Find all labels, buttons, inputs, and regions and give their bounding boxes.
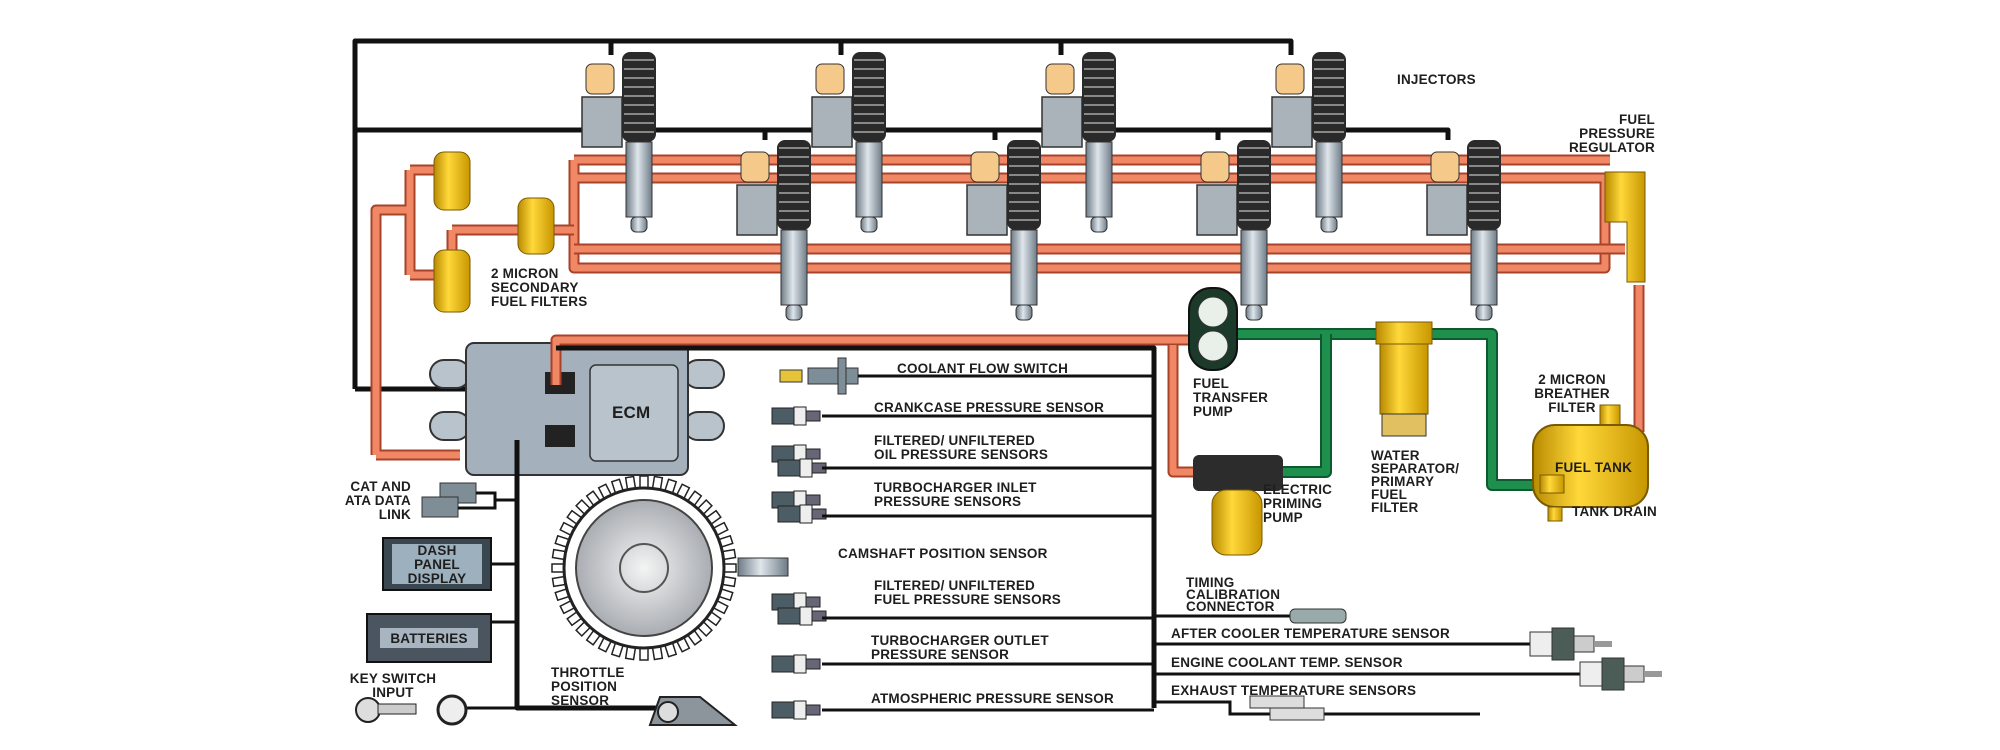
batteries-label: BATTERIES: [390, 631, 467, 646]
sensors: [771, 357, 1662, 721]
turbo-outlet-sensor-label: PRESSURE SENSOR: [871, 647, 1009, 662]
fuel-pressure-sensors-label: FILTERED/ UNFILTERED: [874, 578, 1035, 593]
sensor-icon: [771, 444, 1154, 478]
after-cooler-sensor-label: AFTER COOLER TEMPERATURE SENSOR: [1171, 626, 1450, 641]
fuel-pressure-regulator: [1604, 171, 1646, 283]
electric-priming-pump-label: ELECTRIC: [1263, 482, 1332, 497]
key-switch-label: KEY SWITCH: [350, 671, 437, 686]
tank-drain-label: TANK DRAIN: [1572, 504, 1657, 519]
engine-coolant-sensor-label: ENGINE COOLANT TEMP. SENSOR: [1171, 655, 1403, 670]
turbo-inlet-sensors-label: PRESSURE SENSORS: [874, 494, 1021, 509]
oil-pressure-sensors-label: FILTERED/ UNFILTERED: [874, 433, 1035, 448]
sensor-icon: [771, 654, 1154, 674]
ecm-label: ECM: [612, 403, 650, 422]
electric-priming-pump-label: PRIMING: [1263, 496, 1322, 511]
coolant-flow-switch-label: COOLANT FLOW SWITCH: [897, 361, 1068, 376]
timing-calibration-connector-icon: [1289, 608, 1347, 624]
turbo-outlet-sensor-label: TURBOCHARGER OUTLET: [871, 633, 1049, 648]
breather-filter-label: 2 MICRON: [1538, 372, 1606, 387]
crankcase-sensor-label: CRANKCASE PRESSURE SENSOR: [874, 400, 1104, 415]
sensor-icon: [771, 490, 1154, 524]
fuel-pressure-regulator-label: FUEL: [1619, 112, 1655, 127]
throttle-label: SENSOR: [551, 693, 609, 708]
key-switch: [355, 694, 468, 726]
fuel-supply-lines: [1237, 328, 1540, 491]
data-link-label: CAT AND: [350, 479, 411, 494]
injector: [966, 140, 1041, 321]
data-link-label: ATA DATA: [345, 493, 411, 508]
batteries: [366, 613, 517, 663]
secondary-fuel-filters: [433, 151, 555, 313]
data-link-connector: [421, 482, 517, 518]
timing-connector-label: TIMING: [1186, 575, 1234, 590]
breather-filter-label: FILTER: [1548, 400, 1595, 415]
dash-panel-label: DASH: [417, 543, 456, 558]
water-separator-label: FILTER: [1371, 500, 1418, 515]
data-link-label: LINK: [379, 507, 411, 522]
fuel-pressure-regulator-label: REGULATOR: [1569, 140, 1655, 155]
atmospheric-sensor-label: ATMOSPHERIC PRESSURE SENSOR: [871, 691, 1114, 706]
throttle-label: THROTTLE: [551, 665, 625, 680]
water-separator-label: SEPARATOR/: [1371, 461, 1459, 476]
injectors-label: INJECTORS: [1397, 72, 1476, 87]
fuel-pressure-regulator-label: PRESSURE: [1579, 126, 1655, 141]
camshaft-sensor-label: CAMSHAFT POSITION SENSOR: [838, 546, 1048, 561]
turbo-inlet-sensors-label: TURBOCHARGER INLET: [874, 480, 1037, 495]
dash-panel-label: DISPLAY: [408, 571, 467, 586]
water-separator-label: PRIMARY: [1371, 474, 1434, 489]
electric-priming-pump: [1167, 345, 1283, 556]
secondary-filters-label: FUEL FILTERS: [491, 294, 587, 309]
fuel-transfer-pump-label: PUMP: [1193, 404, 1233, 419]
injectors: [581, 52, 1501, 321]
sensor-icon: [771, 700, 1154, 720]
electric-priming-pump-label: PUMP: [1263, 510, 1303, 525]
dash-panel-label: PANEL: [414, 557, 460, 572]
key-switch-label: INPUT: [372, 685, 414, 700]
fuel-tank: FUEL TANK: [1532, 285, 1649, 522]
fuel-transfer-pump: [1188, 287, 1238, 371]
timing-connector-label: CONNECTOR: [1186, 599, 1275, 614]
secondary-filters-label: 2 MICRON: [491, 266, 559, 281]
fuel-tank-label: FUEL TANK: [1555, 460, 1632, 475]
injector: [581, 52, 656, 233]
water-separator-label: FUEL: [1371, 487, 1407, 502]
injector: [1426, 140, 1501, 321]
injector-wiring: [352, 38, 1451, 392]
fuel-pressure-sensors-label: FUEL PRESSURE SENSORS: [874, 592, 1061, 607]
injector: [1041, 52, 1116, 233]
exhaust-sensors-label: EXHAUST TEMPERATURE SENSORS: [1171, 683, 1416, 698]
sensor-icon: [771, 406, 1154, 426]
injector: [1196, 140, 1271, 321]
sensor-icon: [771, 592, 1154, 626]
timing-connector-label: CALIBRATION: [1186, 587, 1280, 602]
temperature-sensor-icon: [1579, 657, 1662, 691]
throttle-position-sensor: [648, 696, 738, 726]
injector: [736, 140, 811, 321]
throttle-label: POSITION: [551, 679, 617, 694]
breather-filter-label: BREATHER: [1534, 386, 1610, 401]
oil-pressure-sensors-label: OIL PRESSURE SENSORS: [874, 447, 1048, 462]
ecm: ECM: [429, 342, 725, 476]
water-separator-label: WATER: [1371, 448, 1420, 463]
injector: [1271, 52, 1346, 233]
fuel-transfer-pump-label: FUEL: [1193, 376, 1229, 391]
temperature-sensor-icon: [1529, 627, 1612, 661]
coolant-flow-switch-icon: [779, 357, 1154, 395]
water-separator-filter: [1375, 321, 1433, 437]
injector: [811, 52, 886, 233]
secondary-filters-label: SECONDARY: [491, 280, 579, 295]
fuel-transfer-pump-label: TRANSFER: [1193, 390, 1268, 405]
dash-panel-display: [382, 537, 517, 591]
exhaust-sensor-icon: [1269, 707, 1325, 721]
camshaft-gear: [551, 475, 789, 661]
